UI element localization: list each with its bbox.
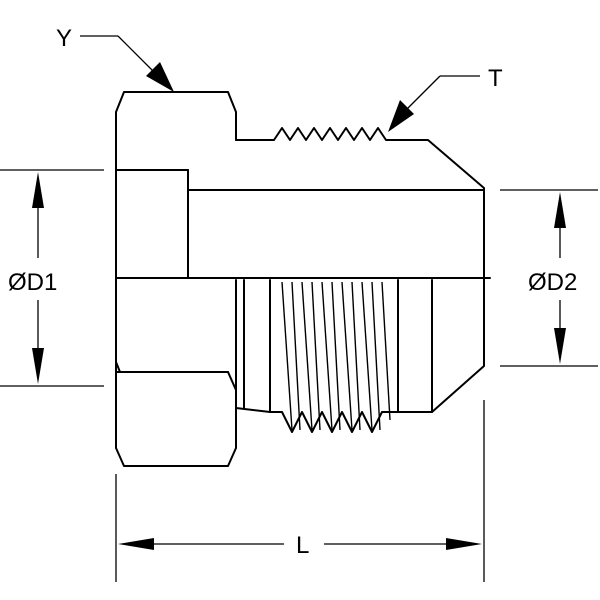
dimension-d1: ØD1 xyxy=(0,169,104,387)
arrow-head xyxy=(118,538,154,550)
arrow-head xyxy=(146,62,174,92)
arrow-head xyxy=(32,348,44,384)
arrow-head xyxy=(446,538,482,550)
label-l: L xyxy=(296,532,309,559)
arrow-head xyxy=(32,172,44,208)
label-d2: ØD2 xyxy=(528,269,577,296)
arrow-head xyxy=(388,100,414,132)
arrow-head xyxy=(554,192,566,228)
threaded-body-upper xyxy=(187,127,485,279)
label-t: T xyxy=(488,65,503,92)
leader-y: Y xyxy=(56,25,174,92)
dimension-l: L xyxy=(115,400,485,582)
threaded-body-lower xyxy=(235,277,485,433)
dimension-d2: ØD2 xyxy=(500,189,598,367)
hex-head xyxy=(115,91,237,467)
arrow-head xyxy=(554,328,566,364)
leader-t: T xyxy=(388,65,503,132)
label-y: Y xyxy=(56,25,72,52)
label-d1: ØD1 xyxy=(8,269,57,296)
